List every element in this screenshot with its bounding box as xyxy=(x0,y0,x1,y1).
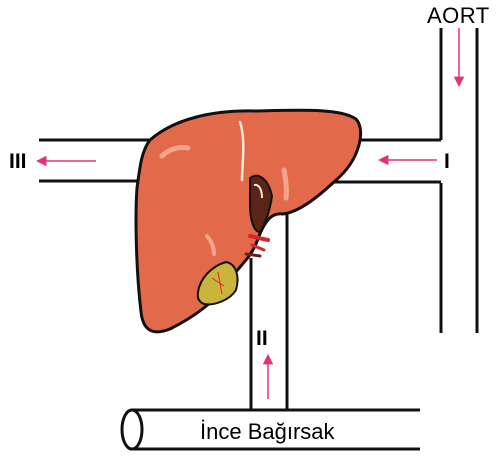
vessel-i-label: I xyxy=(444,150,450,174)
aorta-label: AORT xyxy=(427,3,490,29)
vessel-iii-label: III xyxy=(9,150,27,174)
intestine-label: İnce Bağırsak xyxy=(200,419,335,445)
liver-illustration xyxy=(136,110,361,332)
vessel-ii-label: II xyxy=(256,327,268,351)
